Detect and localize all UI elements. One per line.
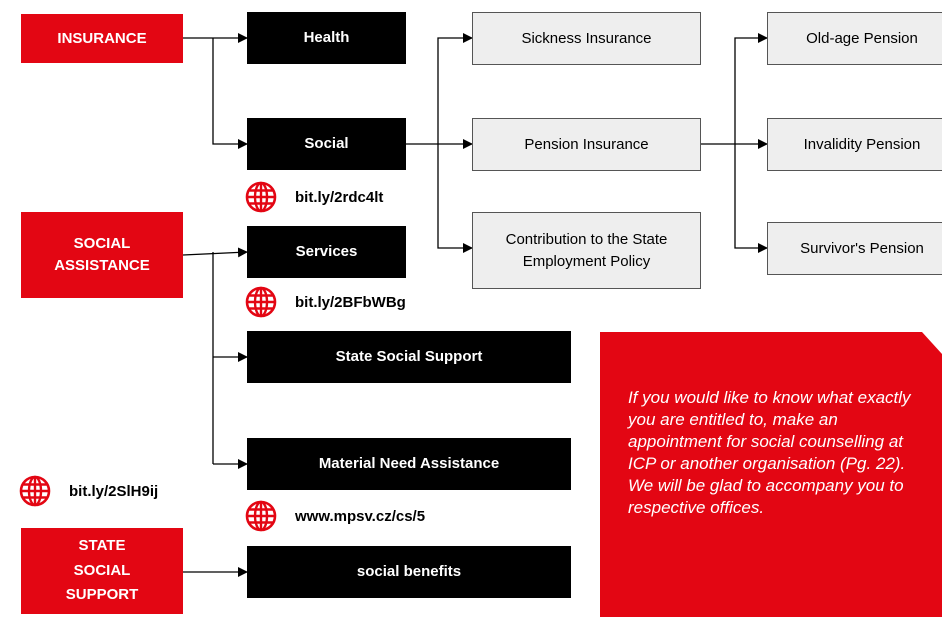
node-social: Social xyxy=(247,118,406,170)
node-old-age-pension: Old-age Pension xyxy=(767,12,942,65)
node-pension-insurance: Pension Insurance xyxy=(472,118,701,171)
link-social[interactable]: bit.ly/2rdc4lt xyxy=(245,181,383,213)
globe-icon xyxy=(245,500,277,532)
info-note: If you would like to know what exactly y… xyxy=(600,332,942,617)
node-services: Services xyxy=(247,226,406,278)
node-contribution: Contribution to the State Employment Pol… xyxy=(472,212,701,289)
link-text[interactable]: bit.ly/2SlH9ij xyxy=(69,482,159,500)
link-material-need[interactable]: www.mpsv.cz/cs/5 xyxy=(245,500,425,532)
node-social-benefits: social benefits xyxy=(247,546,571,598)
link-text[interactable]: www.mpsv.cz/cs/5 xyxy=(295,507,426,525)
globe-icon xyxy=(19,475,51,507)
category-social-assistance: SOCIAL ASSISTANCE xyxy=(21,212,183,298)
node-sickness-insurance: Sickness Insurance xyxy=(472,12,701,65)
node-material-need-assistance: Material Need Assistance xyxy=(247,438,571,490)
category-insurance: INSURANCE xyxy=(21,14,183,63)
link-services[interactable]: bit.ly/2BFbWBg xyxy=(245,286,406,318)
node-survivors-pension: Survivor's Pension xyxy=(767,222,942,275)
node-state-social-support: State Social Support xyxy=(247,331,571,383)
node-health: Health xyxy=(247,12,406,64)
link-text[interactable]: bit.ly/2BFbWBg xyxy=(295,293,406,311)
category-state-social-support: STATE SOCIAL SUPPORT xyxy=(21,528,183,614)
globe-icon xyxy=(245,286,277,318)
globe-icon xyxy=(245,181,277,213)
info-note-text: If you would like to know what exactly y… xyxy=(628,388,911,518)
link-state-support[interactable]: bit.ly/2SlH9ij xyxy=(19,475,158,507)
node-invalidity-pension: Invalidity Pension xyxy=(767,118,942,171)
link-text[interactable]: bit.ly/2rdc4lt xyxy=(295,188,384,206)
